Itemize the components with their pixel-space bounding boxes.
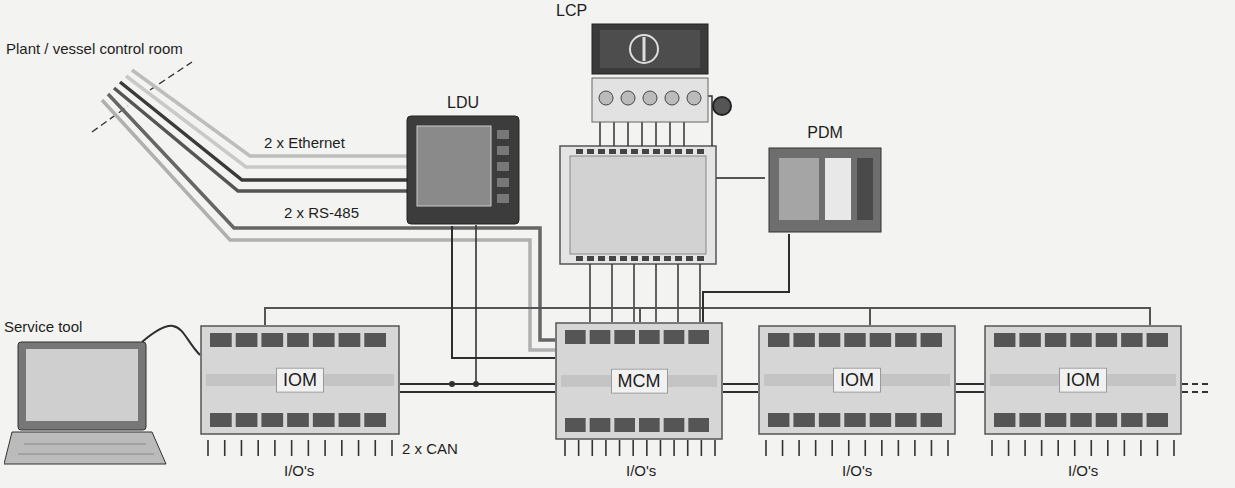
iom-unit: IOM: [200, 325, 400, 435]
laptop-unit: Service tool: [4, 318, 172, 474]
bus-label: 2 x RS-485: [284, 204, 359, 221]
unit-label: IOM: [1059, 368, 1107, 393]
bus-label: 2 x CAN: [402, 440, 458, 457]
bus-label: 2 x Ethernet: [264, 134, 345, 151]
laptop-illustration: [4, 318, 172, 474]
cable-connector: [400, 384, 555, 392]
cable-connector: [452, 226, 555, 358]
iom-unit: IOM: [984, 325, 1182, 435]
io-label: I/O's: [626, 462, 656, 479]
lcp-illustration: [556, 2, 736, 124]
unit-label: PDM: [807, 124, 843, 142]
cable-connector: [723, 384, 758, 392]
cable-connector: [703, 234, 789, 322]
location-label: Plant / vessel control room: [6, 40, 183, 57]
cable-connector: [956, 384, 984, 392]
ldu-unit: LDU: [405, 94, 521, 226]
io-label: I/O's: [1068, 462, 1098, 479]
io-label: I/O's: [284, 462, 314, 479]
unit-label: MCM: [611, 369, 668, 394]
unit-label: IOM: [833, 368, 881, 393]
unit-label: Service tool: [4, 318, 82, 335]
iom-unit: IOM: [758, 325, 956, 435]
unit-label: LDU: [447, 94, 479, 112]
unit-label: LCP: [556, 2, 587, 20]
cable-connector: [142, 326, 200, 355]
unit-label: IOM: [276, 368, 324, 393]
lcp-unit: LCP: [556, 2, 736, 124]
ldu-illustration: [405, 94, 521, 226]
mcm-unit: MCM: [555, 322, 723, 440]
pdm-unit: PDM: [765, 124, 885, 234]
io-label: I/O's: [842, 462, 872, 479]
